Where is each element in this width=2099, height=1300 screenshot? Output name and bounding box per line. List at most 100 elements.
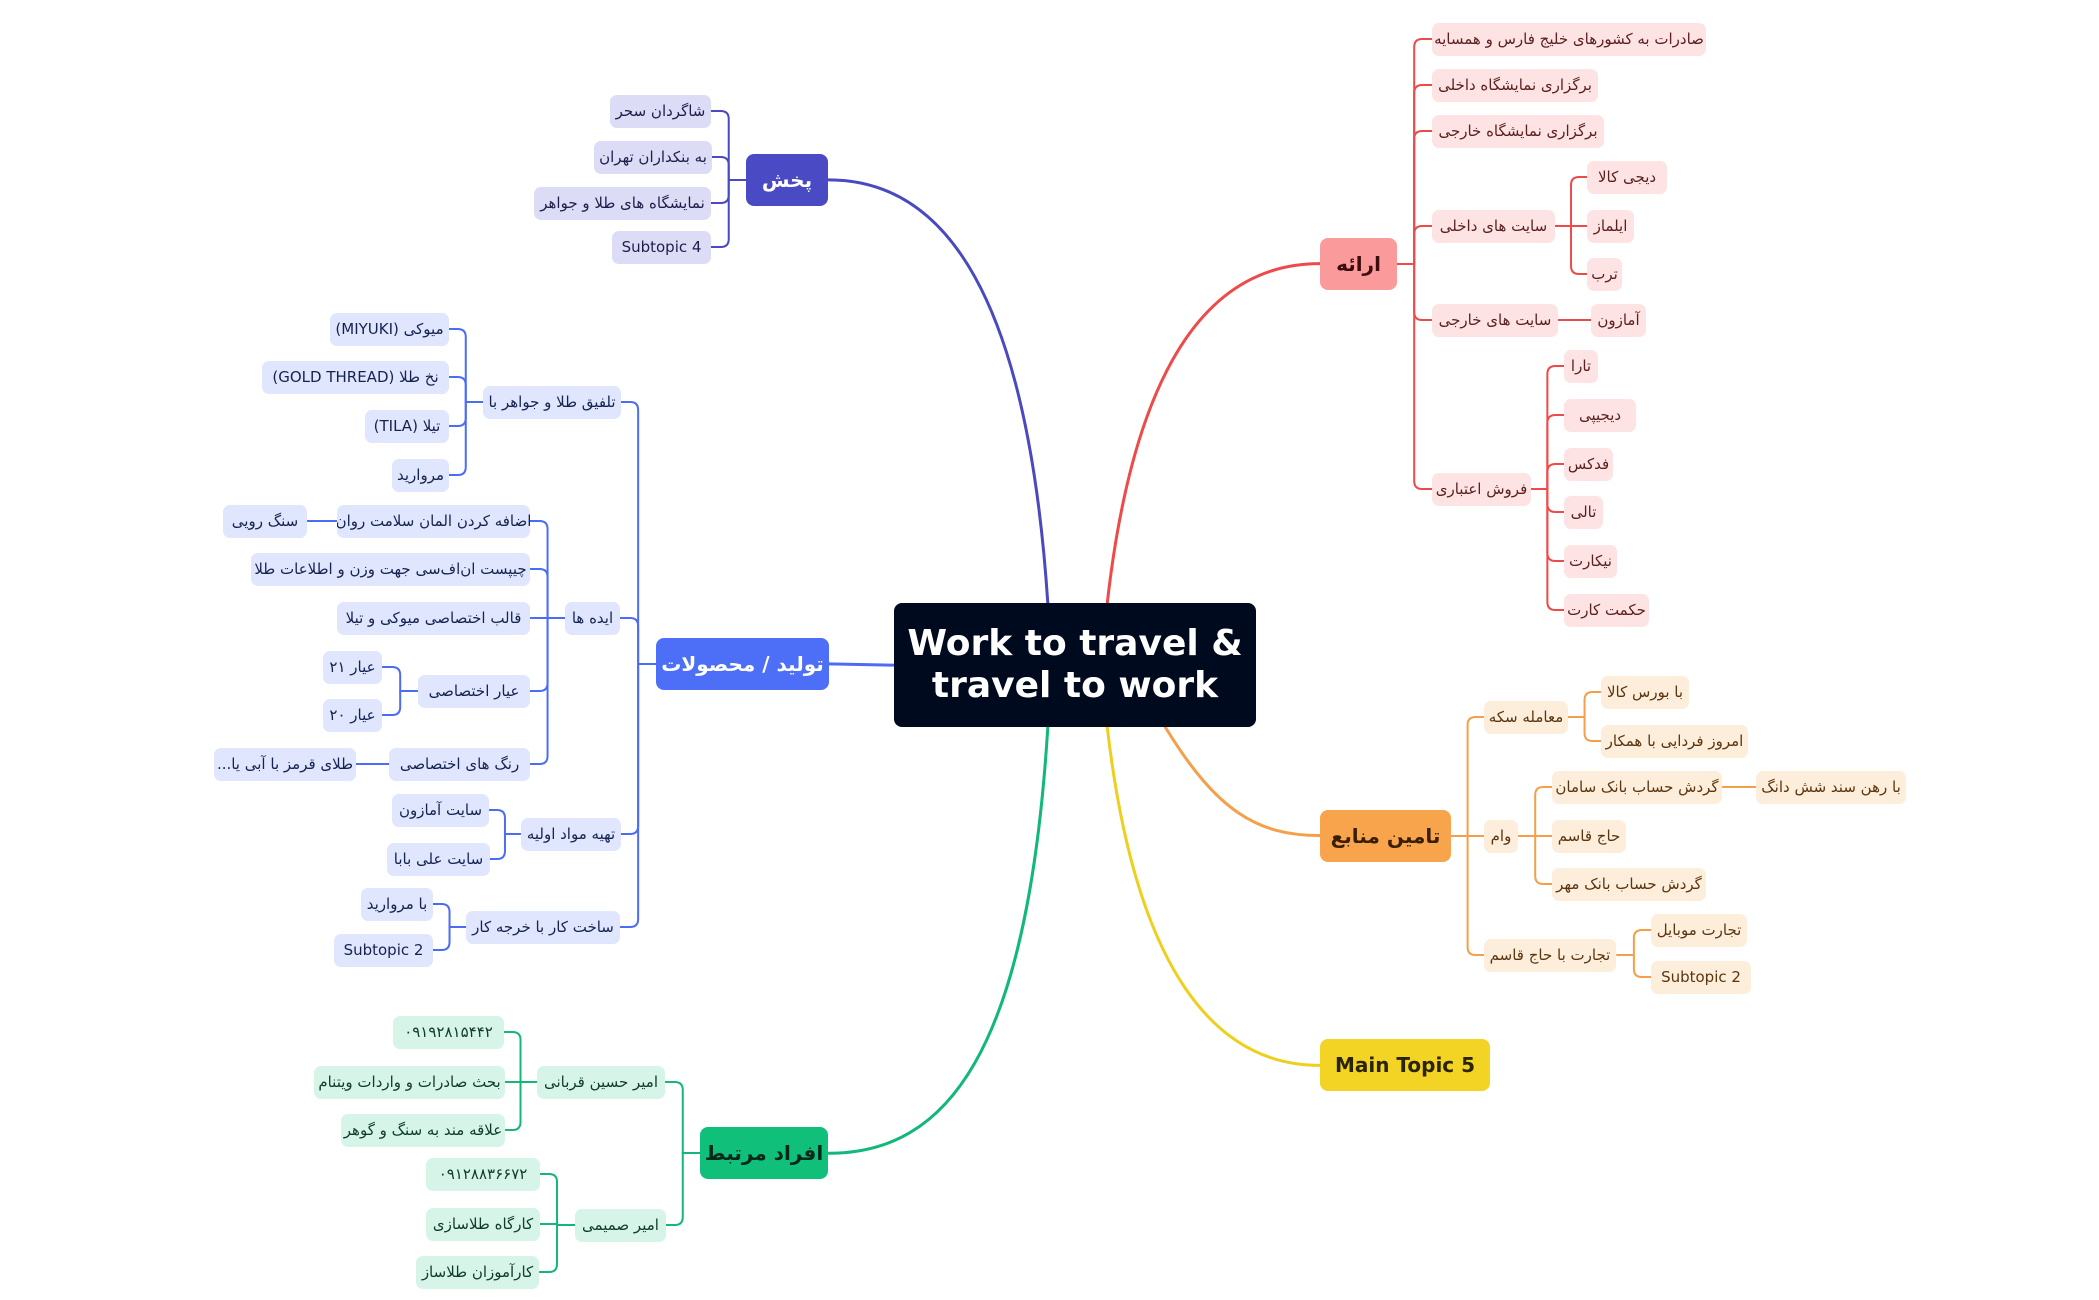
connector-e-fs	[1413, 263, 1433, 321]
node-e-ds2[interactable]: ترب	[1587, 257, 1622, 291]
node-e-cs[interactable]: فروش اعتباری	[1432, 472, 1531, 506]
connector-e-exp	[1413, 38, 1433, 265]
connector-e-cs	[1413, 263, 1433, 490]
node-g-p2-1[interactable]: کارگاه طلاسازی	[426, 1207, 540, 1241]
node-p-cb3[interactable]: مروارید	[392, 458, 449, 492]
connector-f-coin1	[1583, 716, 1602, 742]
node-funding[interactable]: تامین منابع	[1320, 810, 1451, 862]
node-main5[interactable]: Main Topic 5	[1320, 1039, 1490, 1091]
node-p-out[interactable]: ساخت کار با خرجه کار	[466, 910, 620, 944]
node-prod[interactable]: تولید / محصولات	[656, 638, 829, 690]
node-f-mehr[interactable]: گردش حساب بانک مهر	[1552, 867, 1706, 901]
curve-prod	[827, 662, 896, 667]
node-d3[interactable]: Subtopic 4	[612, 230, 711, 264]
connector-e-ds0	[1570, 176, 1589, 227]
curve-dist	[827, 178, 1050, 605]
node-e-ds1[interactable]: ایلماز	[1587, 209, 1634, 243]
node-e-exp[interactable]: صادرات به کشورهای خلیج فارس و همسایه	[1432, 22, 1706, 56]
node-g-p2-0[interactable]: ۰۹۱۲۸۸۳۶۶۷۲	[426, 1157, 540, 1191]
node-p-cb0[interactable]: میوکی (MIYUKI)	[330, 312, 449, 346]
connector-p-s0	[488, 809, 506, 835]
node-e-dex[interactable]: برگزاری نمایشگاه داخلی	[1432, 68, 1598, 102]
node-e-cs1[interactable]: دیجیپی	[1564, 398, 1636, 432]
node-dist[interactable]: پخش	[746, 154, 828, 206]
node-p-sup[interactable]: تهیه مواد اولیه	[521, 817, 621, 851]
connector-p-o0	[431, 903, 451, 928]
node-f-tr0[interactable]: تجارت موبایل	[1651, 913, 1747, 947]
node-e-ds0[interactable]: دیجی کالا	[1587, 160, 1667, 194]
node-g-p1-0[interactable]: ۰۹۱۹۲۸۱۵۴۴۲	[393, 1015, 504, 1049]
connector-f-trade	[1466, 835, 1486, 956]
node-e-cs0[interactable]: تارا	[1564, 349, 1598, 383]
node-g-p1[interactable]: امیر حسین قربانی	[537, 1065, 665, 1099]
connector-e-fex	[1413, 130, 1433, 265]
node-p-mold[interactable]: قالب اختصاصی میوکی و تیلا	[337, 601, 530, 635]
node-p-s0[interactable]: سایت آمازون	[392, 793, 489, 827]
connector-p-o1	[431, 926, 451, 951]
node-e-fs[interactable]: سایت های خارجی	[1432, 303, 1558, 337]
node-f-tr1[interactable]: Subtopic 2	[1651, 960, 1751, 994]
node-e-cs4[interactable]: نیکارت	[1564, 544, 1617, 578]
connector-p-ideas	[619, 617, 640, 665]
node-g-p2[interactable]: امیر صمیمی	[575, 1208, 666, 1242]
connector-e-cs3	[1546, 488, 1566, 513]
connector-p-s1	[488, 833, 506, 860]
node-f-sd[interactable]: با رهن سند شش دانگ	[1756, 770, 1906, 804]
connector-d0	[710, 110, 730, 181]
connector-p-k1	[381, 690, 402, 716]
connector-g-p1	[664, 1081, 684, 1154]
connector-f-tr1	[1632, 954, 1652, 978]
node-p-kar[interactable]: عیار اختصاصی	[418, 674, 530, 708]
node-d1[interactable]: به بنکداران تهران	[594, 140, 712, 174]
node-p-o0[interactable]: با مروارید	[361, 887, 433, 921]
connector-p-out	[619, 663, 640, 928]
connector-f-coin	[1466, 716, 1486, 837]
connector-e-cs0	[1546, 365, 1566, 490]
node-p-o1[interactable]: Subtopic 2	[334, 933, 433, 967]
node-f-saman[interactable]: گردش حساب بانک سامان	[1552, 770, 1722, 804]
node-e-fex[interactable]: برگزاری نمایشگاه خارجی	[1432, 114, 1604, 148]
node-f-coin1[interactable]: امروز فردایی با همکار	[1601, 724, 1748, 758]
node-g-p1-1[interactable]: بحث صادرات و واردات ویتنام	[314, 1065, 505, 1099]
connector-p-el	[528, 520, 549, 619]
node-f-coin0[interactable]: با بورس کالا	[1601, 675, 1689, 709]
node-f-haj[interactable]: حاج قاسم	[1552, 819, 1626, 853]
node-d0[interactable]: شاگردان سحر	[610, 94, 711, 128]
node-erae[interactable]: ارائه	[1320, 238, 1397, 290]
connector-p-sup	[619, 663, 640, 835]
node-p-chip[interactable]: چیپست ان‌اف‌سی جهت وزن و اطلاعات طلا	[251, 552, 530, 586]
node-e-cs3[interactable]: تالی	[1564, 495, 1603, 529]
connector-g-p2-0	[538, 1173, 559, 1226]
node-p-k0[interactable]: عیار ۲۱	[323, 650, 382, 684]
node-p-cb2[interactable]: تیلا (TILA)	[365, 409, 449, 443]
connector-d1	[710, 156, 730, 181]
connector-p-cb1	[447, 376, 467, 403]
node-g-p1-2[interactable]: علاقه مند به سنگ و گوهر	[341, 1113, 505, 1147]
node-e-ds[interactable]: سایت های داخلی	[1432, 209, 1555, 243]
node-f-coin[interactable]: معامله سکه	[1484, 700, 1568, 734]
node-d2[interactable]: نمایشگاه های طلا و جواهر	[534, 186, 711, 220]
node-people[interactable]: افراد مرتبط	[700, 1127, 828, 1179]
node-p-comb[interactable]: تلفیق طلا و جواهر با	[483, 385, 621, 419]
node-p-ideas[interactable]: ایده ها	[565, 601, 620, 635]
node-e-cs2[interactable]: فدکس	[1564, 447, 1613, 481]
node-e-fs0[interactable]: آمازون	[1591, 303, 1646, 337]
node-e-cs5[interactable]: حکمت کارت	[1564, 593, 1649, 627]
connector-e-ds	[1413, 225, 1433, 265]
connector-p-comb	[619, 401, 640, 665]
node-p-el[interactable]: اضافه کردن المان سلامت روان	[337, 504, 530, 538]
node-g-p2-2[interactable]: کارآموزان طلاساز	[416, 1255, 539, 1289]
node-p-s1[interactable]: سایت علی بابا	[387, 842, 490, 876]
root-topic[interactable]: Work to travel & travel to work	[894, 603, 1256, 727]
node-p-stone[interactable]: سنگ رویی	[223, 504, 307, 538]
node-f-trade[interactable]: تجارت با حاج قاسم	[1484, 938, 1616, 972]
node-f-loan[interactable]: وام	[1484, 819, 1518, 853]
node-p-cb1[interactable]: نخ طلا (GOLD THREAD)	[262, 360, 449, 394]
node-p-cd[interactable]: طلای قرمز با آبی یا...	[214, 747, 356, 781]
node-p-col[interactable]: رنگ های اختصاصی	[389, 747, 530, 781]
connector-p-cb0	[447, 328, 467, 403]
node-p-k1[interactable]: عیار ۲۰	[323, 698, 382, 732]
curve-funding	[1163, 725, 1322, 838]
